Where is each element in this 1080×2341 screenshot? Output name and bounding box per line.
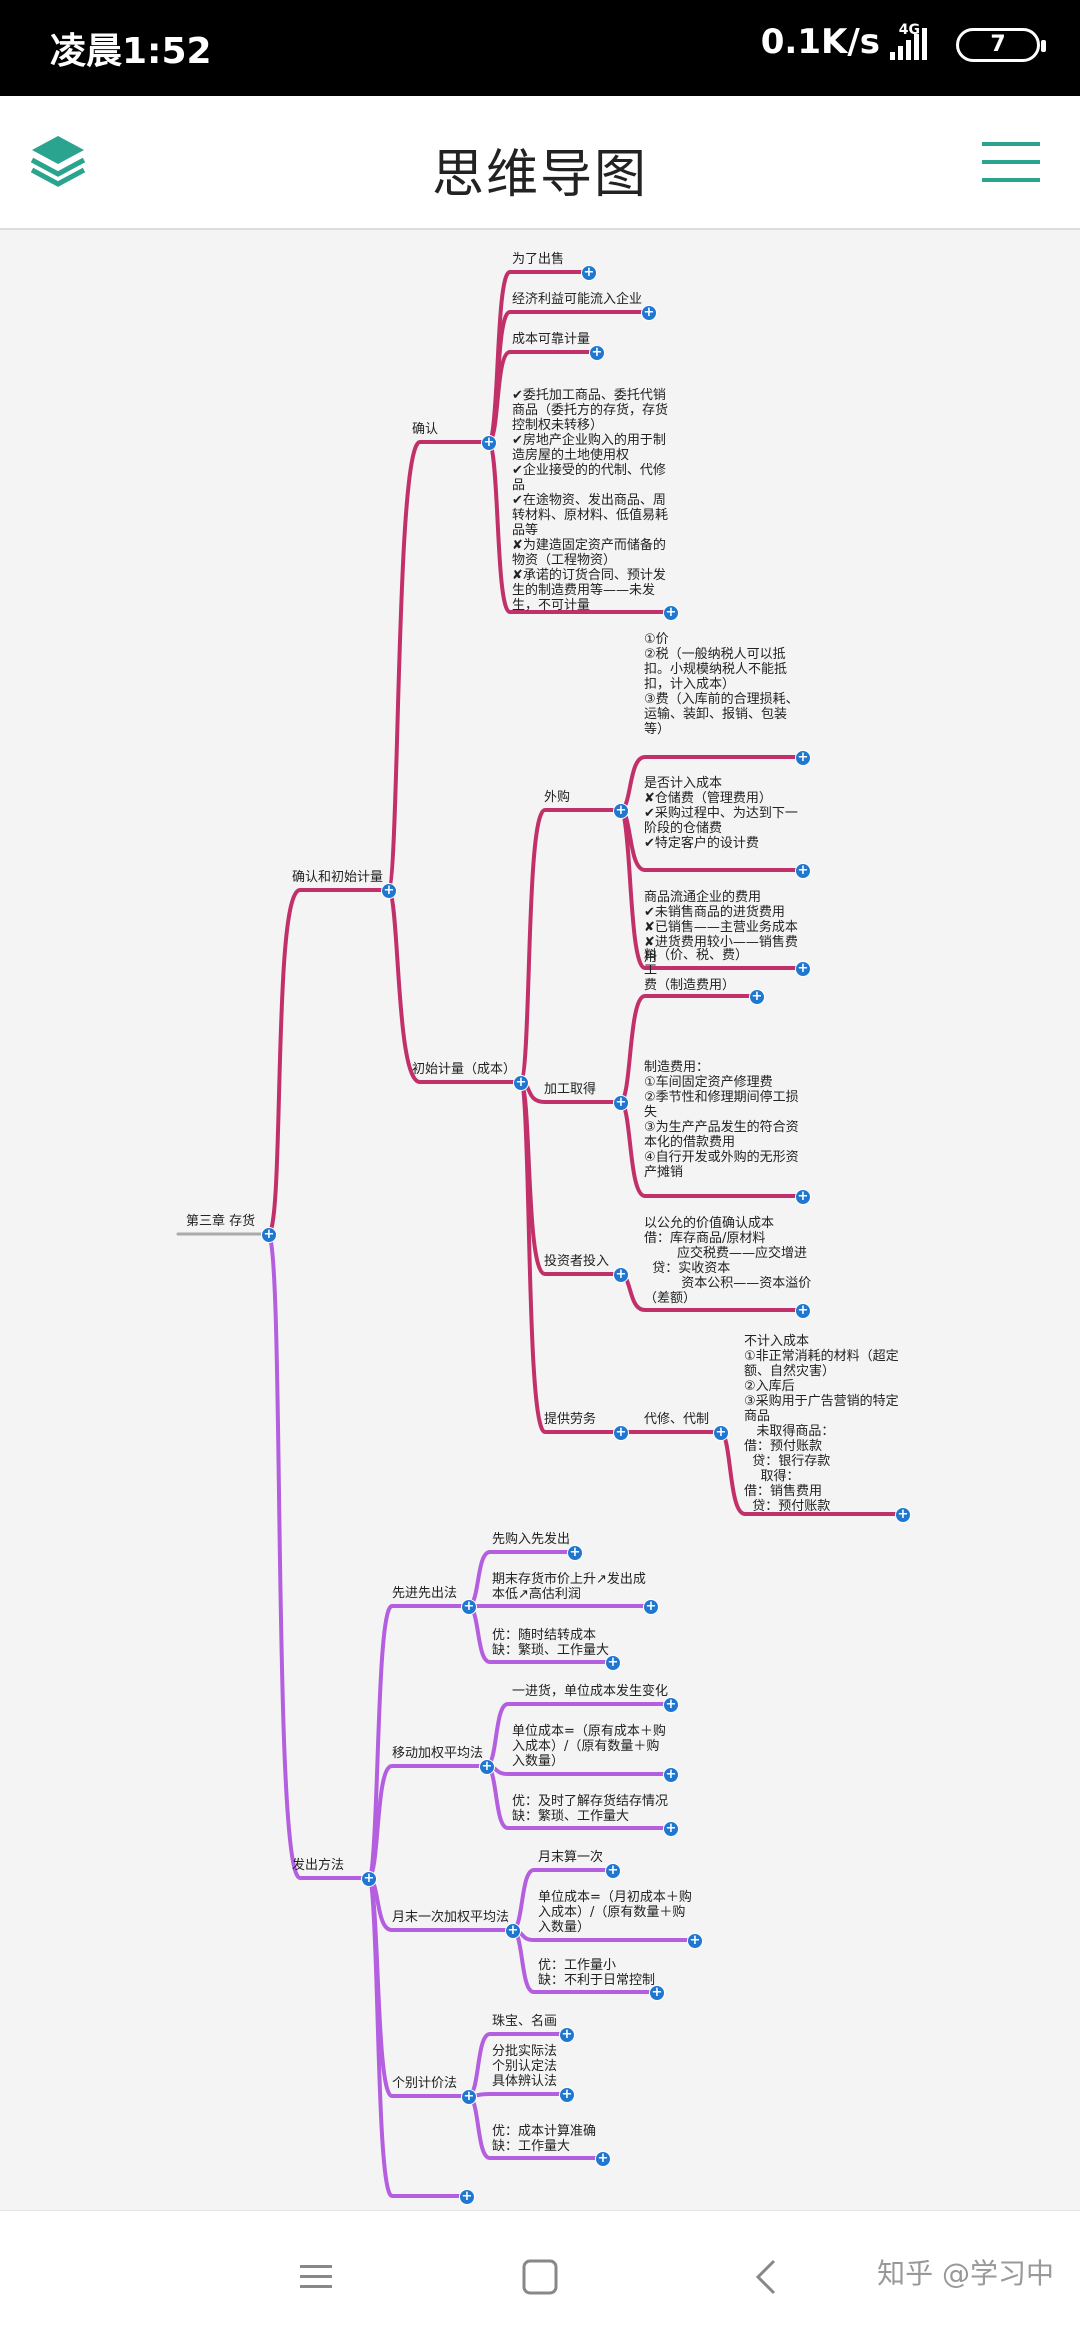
mindmap-root[interactable]: 第三章 存货: [186, 1214, 256, 1229]
expand-root-icon[interactable]: +: [261, 1227, 277, 1243]
hamburger-menu-icon[interactable]: [982, 140, 1040, 184]
home-icon[interactable]: [518, 2255, 562, 2299]
expand-icon[interactable]: +: [649, 1985, 665, 2001]
expand-icon[interactable]: +: [461, 1599, 477, 1615]
node-mon-1[interactable]: 月末算一次: [538, 1850, 604, 1865]
expand-icon[interactable]: +: [687, 1933, 703, 1949]
node-r-econ[interactable]: 经济利益可能流入企业: [512, 292, 643, 307]
expand-icon[interactable]: +: [461, 2089, 477, 2105]
expand-icon[interactable]: +: [481, 435, 497, 451]
node-pr-mat[interactable]: 料（价、税、费） 工 费（制造费用）: [644, 948, 749, 993]
expand-icon[interactable]: +: [613, 803, 629, 819]
node-r-sale[interactable]: 为了出售: [512, 252, 565, 267]
node-fifo-3[interactable]: 优：随时结转成本 缺：繁琐、工作量大: [492, 1628, 610, 1658]
expand-icon[interactable]: +: [895, 1507, 911, 1523]
battery-icon: 7: [956, 28, 1046, 62]
expand-icon[interactable]: +: [641, 305, 657, 321]
expand-icon[interactable]: +: [663, 1767, 679, 1783]
node-mon-2[interactable]: 单位成本=（月初成本＋购 入成本）/（原有数量＋购 入数量）: [538, 1890, 692, 1935]
expand-icon[interactable]: +: [459, 2189, 475, 2205]
expand-icon[interactable]: +: [567, 1545, 583, 1561]
expand-icon[interactable]: +: [581, 265, 597, 281]
node-pr-mfg[interactable]: 制造费用： ①车间固定资产修理费 ②季节性和修理期间停工损 失 ③为生产产品发生…: [644, 1060, 799, 1180]
node-issue[interactable]: 发出方法: [292, 1858, 345, 1873]
node-fifo[interactable]: 先进先出法: [392, 1586, 458, 1601]
expand-icon[interactable]: +: [663, 605, 679, 621]
node-spec[interactable]: 个别计价法: [392, 2076, 458, 2091]
system-nav-bar: [0, 2210, 1080, 2341]
node-p-circ[interactable]: 商品流通企业的费用 ✔未销售商品的进货费用 ✘已销售——主营业务成本 ✘进货费用…: [644, 890, 798, 965]
expand-icon[interactable]: +: [381, 883, 397, 899]
expand-icon[interactable]: +: [605, 1863, 621, 1879]
node-initial[interactable]: 初始计量（成本）: [412, 1062, 517, 1077]
expand-icon[interactable]: +: [795, 1189, 811, 1205]
node-recognize-measure[interactable]: 确认和初始计量: [292, 870, 384, 885]
node-recognize[interactable]: 确认: [412, 422, 439, 437]
node-processing[interactable]: 加工取得: [544, 1082, 597, 1097]
expand-icon[interactable]: +: [505, 1923, 521, 1939]
node-mov-3[interactable]: 优：及时了解存货结存情况 缺：繁琐、工作量大: [512, 1794, 669, 1824]
expand-icon[interactable]: +: [613, 1095, 629, 1111]
mindmap-canvas[interactable]: 第三章 存货 确认和初始计量 确认 为了出售 经济利益可能流入企业 成本可靠计量…: [0, 230, 1080, 2210]
expand-icon[interactable]: +: [559, 2027, 575, 2043]
node-r-cost[interactable]: 成本可靠计量: [512, 332, 591, 347]
expand-icon[interactable]: +: [605, 1655, 621, 1671]
expand-icon[interactable]: +: [749, 989, 765, 1005]
node-sp-3[interactable]: 优：成本计算准确 缺：工作量大: [492, 2124, 597, 2154]
expand-icon[interactable]: +: [361, 1871, 377, 1887]
node-svc-detail[interactable]: 不计入成本 ①非正常消耗的材料（超定 额、自然灾害） ②入库后 ③采购用于广告营…: [744, 1334, 899, 1514]
app-bar: 思维导图: [0, 96, 1080, 230]
status-time: 凌晨1:52: [50, 31, 212, 72]
node-r-detail[interactable]: ✔委托加工商品、委托代销 商品（委托方的存货，存货 控制权未转移） ✔房地产企业…: [512, 388, 669, 613]
expand-icon[interactable]: +: [795, 961, 811, 977]
node-service[interactable]: 提供劳务: [544, 1412, 597, 1427]
expand-icon[interactable]: +: [479, 1759, 495, 1775]
node-mov[interactable]: 移动加权平均法: [392, 1746, 484, 1761]
node-fifo-1[interactable]: 先购入先发出: [492, 1532, 571, 1547]
node-p-storage[interactable]: 是否计入成本 ✘仓储费（管理费用） ✔采购过程中、为达到下一 阶段的仓储费 ✔特…: [644, 776, 798, 851]
menu-icon[interactable]: [294, 2255, 338, 2299]
expand-icon[interactable]: +: [613, 1267, 629, 1283]
node-mov-1[interactable]: 一进货，单位成本发生变化: [512, 1684, 669, 1699]
node-sp-1[interactable]: 珠宝、名画: [492, 2014, 558, 2029]
node-investor[interactable]: 投资者投入: [544, 1254, 610, 1269]
expand-icon[interactable]: +: [795, 750, 811, 766]
network-speed: 0.1K/s: [760, 22, 880, 62]
layers-icon[interactable]: [28, 132, 88, 192]
node-fifo-2[interactable]: 期末存货市价上升↗发出成 本低↗高估利润: [492, 1572, 646, 1602]
node-month[interactable]: 月末一次加权平均法: [392, 1910, 510, 1925]
node-sp-2[interactable]: 分批实际法 个别认定法 具体辨认法: [492, 2044, 558, 2089]
node-inv-detail[interactable]: 以公允的价值确认成本 借：库存商品/原材料 应交税费——应交增进 贷：实收资本 …: [644, 1216, 812, 1306]
expand-icon[interactable]: +: [643, 1599, 659, 1615]
expand-icon[interactable]: +: [663, 1821, 679, 1837]
node-mon-3[interactable]: 优：工作量小 缺：不利于日常控制: [538, 1958, 656, 1988]
page-title: 思维导图: [431, 145, 648, 205]
expand-icon[interactable]: +: [713, 1425, 729, 1441]
node-p-price[interactable]: ①价 ②税（一般纳税人可以抵 扣。小规模纳税人不能抵 扣，计入成本） ③费（入库…: [644, 632, 799, 737]
node-service-sub[interactable]: 代修、代制: [644, 1412, 710, 1427]
node-purchase[interactable]: 外购: [544, 790, 571, 805]
expand-icon[interactable]: +: [795, 863, 811, 879]
watermark: 知乎 @学习中: [877, 2257, 1054, 2290]
expand-icon[interactable]: +: [595, 2151, 611, 2167]
expand-icon[interactable]: +: [795, 1303, 811, 1319]
status-bar: 凌晨1:52 0.1K/s 4G 7: [0, 0, 1080, 96]
expand-icon[interactable]: +: [663, 1697, 679, 1713]
expand-icon[interactable]: +: [559, 2087, 575, 2103]
signal-icon: [890, 28, 927, 60]
node-mov-2[interactable]: 单位成本=（原有成本＋购 入成本）/（原有数量＋购 入数量）: [512, 1724, 666, 1769]
back-icon[interactable]: [744, 2255, 788, 2299]
expand-icon[interactable]: +: [589, 345, 605, 361]
expand-icon[interactable]: +: [513, 1075, 529, 1091]
expand-icon[interactable]: +: [613, 1425, 629, 1441]
